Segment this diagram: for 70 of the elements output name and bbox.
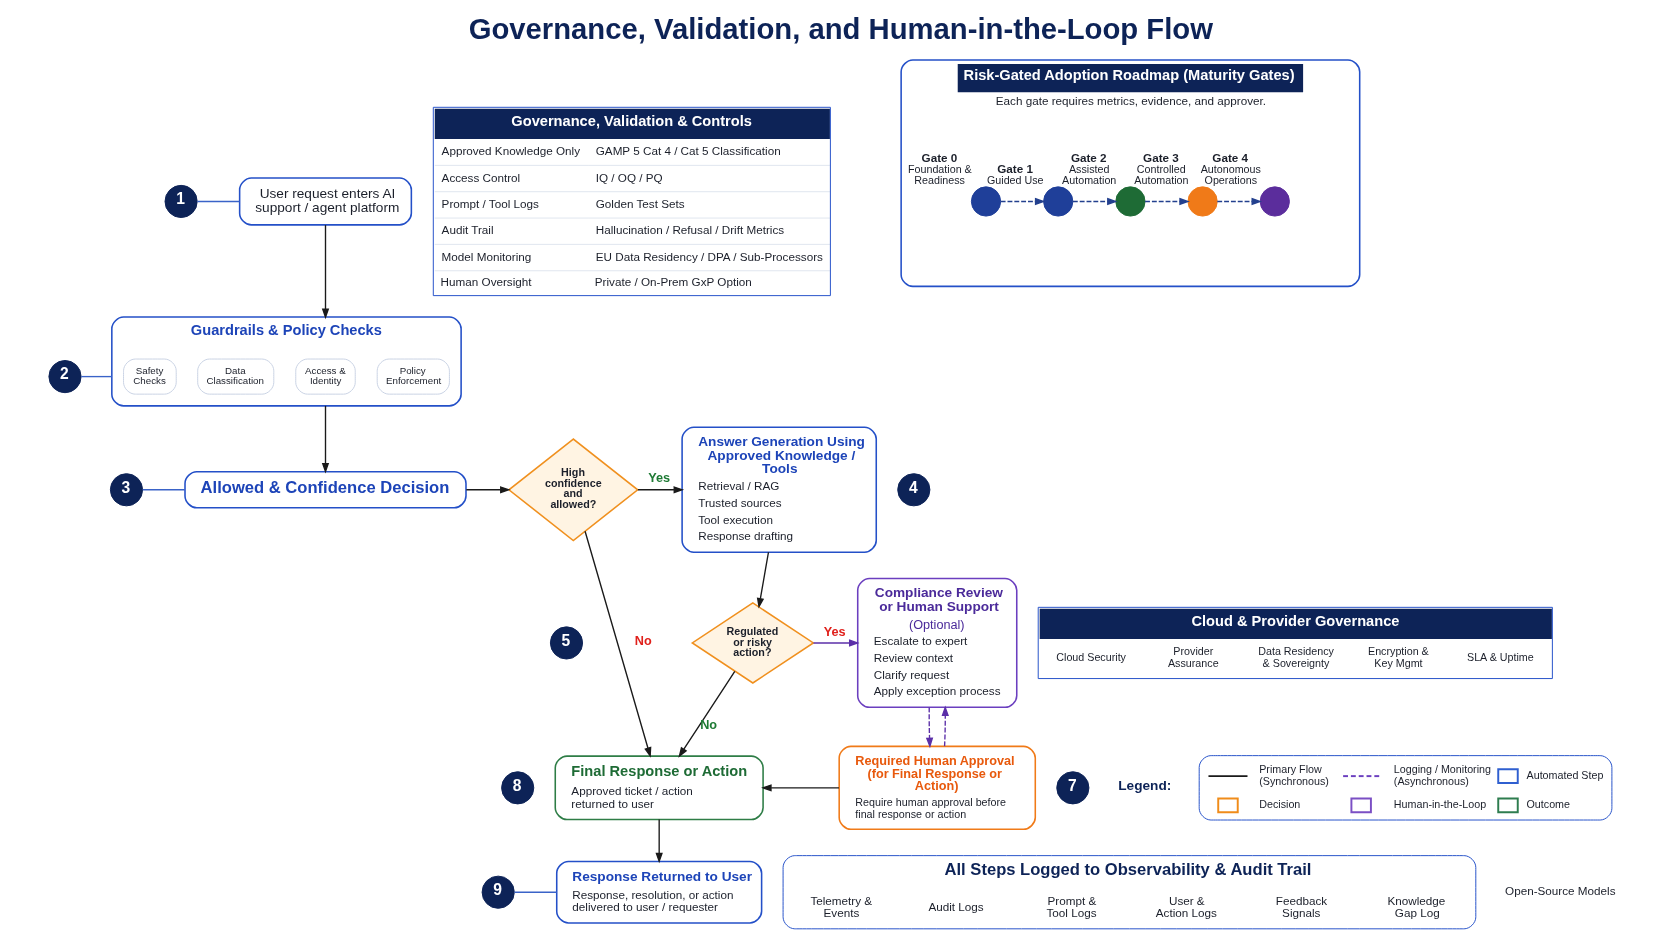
arrow [941,705,949,747]
node-box: Policy Enforcement [376,358,450,395]
node-label: Gate 1 [996,161,1033,175]
node-circle: 8 [500,771,534,805]
node-box: Access & Identity [294,358,356,395]
node-label: Controlled Automation [1133,162,1189,186]
legend-label: Outcome [1526,798,1570,811]
node-box: Final Response or Action Approved ticket / action returned to user [554,755,764,821]
node-box: Compliance Review or Human Support (Optional) Escalate to expert Review context Clarify request Apply exception process [856,577,1018,709]
legend-label: Primary Flow (Synchronous) [1258,763,1329,787]
node-circle [1187,186,1218,217]
diagram-title: Governance, Validation, and Human-in-the-Loop Flow [468,12,1213,45]
edge-label: Yes [823,624,846,639]
arrow [760,784,840,792]
node-label: Guided Use [986,173,1044,186]
node-box: Answer Generation Using Approved Knowledge / Tools Retrieval / RAG Trusted sources Tool execution Response drafting [680,426,877,553]
arrow [999,197,1045,206]
edge-label: Yes [647,471,670,486]
node-box: Data Classification [196,358,274,395]
node-box: All Steps Logged to Observability & Audit Trail Telemetry & Events Audit Logs Prompt & Tool Logs User & Action Logs Feedback Signals Knowledge Gap Log [782,855,1476,930]
arrow [677,670,735,758]
arrow [321,405,329,474]
edge-label: No [634,634,652,649]
arrow [812,639,860,647]
node-circle: 3 [109,473,143,507]
node-circle: 5 [549,626,583,660]
node-label: Autonomous Operations [1200,162,1261,186]
node-label: Gate 2 [1070,151,1107,165]
arrow [756,551,769,609]
label: Open-Source Models [1504,884,1616,898]
node-circle: 9 [481,875,515,909]
node-label: Gate 0 [921,151,957,165]
node-box: Allowed & Confidence Decision [183,470,467,509]
node-circle [1259,186,1290,217]
arrow [1143,197,1190,206]
edge-label: No [699,718,717,733]
connector [513,891,557,893]
legend-label: Logging / Monitoring (Asynchronous) [1393,763,1491,787]
connector [141,489,186,491]
legend-label: Human-in-the-Loop [1393,798,1486,811]
node-circle: 4 [896,473,930,507]
arrow [321,224,329,320]
legend-label: Automated Step [1526,768,1603,781]
arrow [1071,197,1118,206]
arrow [1216,197,1262,206]
node-circle [970,186,1001,217]
node-circle: 1 [164,184,198,219]
node-circle [1042,186,1073,217]
node-circle [1114,186,1146,217]
node-label: Gate 3 [1142,151,1179,165]
node-diamond: High confidence and allowed? [507,438,639,542]
node-label: Gate 4 [1211,151,1248,165]
arrow [465,486,511,494]
connector [196,200,240,203]
node-box: Safety Checks [122,358,177,395]
node-diamond: Regulated or risky action? [690,602,815,684]
node-box: Response Returned to User Response, resolution, or action delivered to user / requester [555,860,762,924]
node-label: Assisted Automation [1061,162,1116,186]
arrow [925,706,933,749]
label: Legend: [1117,778,1171,794]
arrow [636,486,684,494]
node-circle: 2 [47,360,82,394]
arrow [583,530,651,758]
arrow [654,818,663,864]
node-box: User request enters AI support / agent platform [238,177,412,226]
node-circle: 7 [1055,771,1089,805]
legend-label: Decision [1258,798,1300,811]
node-label: Foundation & Readiness [907,162,972,186]
connector [80,375,112,378]
node-box: Required Human Approval (for Final Response or Action) Require human approval before final response or action [837,745,1036,831]
